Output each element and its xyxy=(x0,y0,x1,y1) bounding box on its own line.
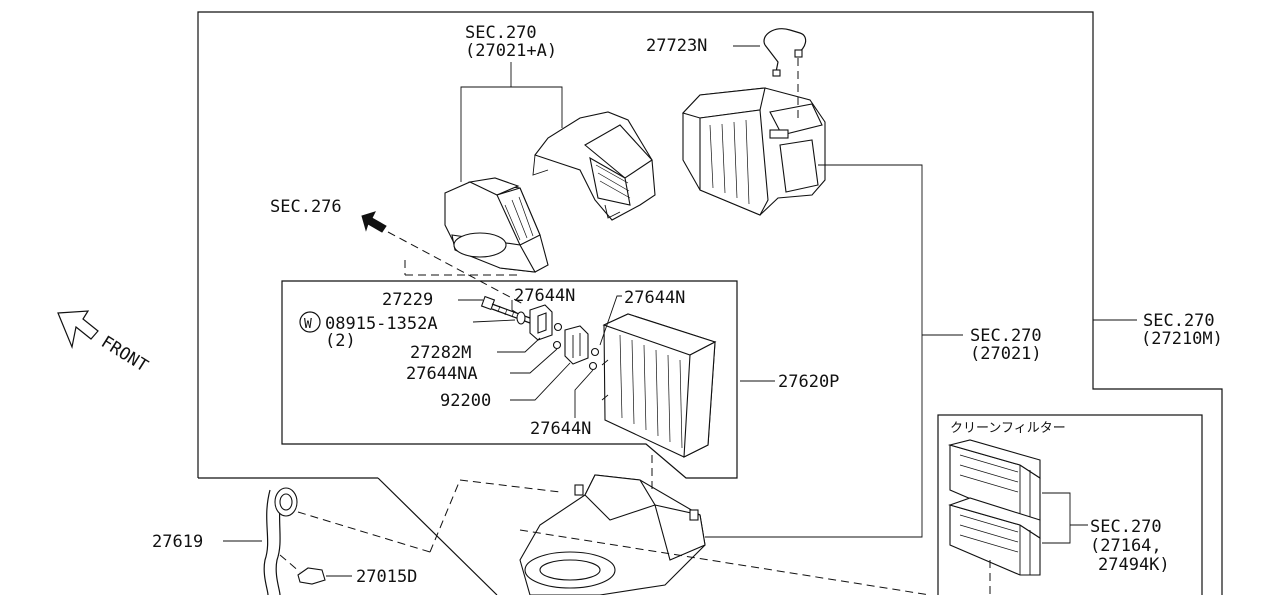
label-sec270-right: SEC.270 xyxy=(1143,311,1215,331)
label-27229: 27229 xyxy=(382,290,433,310)
drain-hose-27619 xyxy=(263,479,931,596)
label-92200: 92200 xyxy=(440,391,491,411)
main-frame xyxy=(197,11,1223,595)
label-sec270-top-sub: (27021+A) xyxy=(465,41,557,61)
filter-box xyxy=(937,414,1203,600)
direction-arrow-icon xyxy=(361,211,387,233)
label-sec270-filter-sub2: 27494K) xyxy=(1098,555,1170,575)
label-sec276: SEC.276 xyxy=(270,197,342,217)
evaporator-27620p xyxy=(601,313,717,458)
label-27644na: 27644NA xyxy=(406,364,478,384)
label-clean-filter: クリーンフィルター xyxy=(950,421,1066,436)
label-27723n: 27723N xyxy=(646,36,707,56)
label-sec270-filter-sub1: (27164, xyxy=(1090,536,1162,556)
washer-symbol-letter: W xyxy=(304,317,312,332)
evaporator-box xyxy=(281,280,738,479)
main-frame-diag xyxy=(377,477,498,596)
label-sec270-top: SEC.270 xyxy=(465,23,537,43)
wire-harness-27723n xyxy=(733,28,807,120)
label-27282m: 27282M xyxy=(410,343,471,363)
label-sec270-mid-sub: (27021) xyxy=(970,344,1042,364)
label-27620p: 27620P xyxy=(778,372,839,392)
lower-case xyxy=(519,455,706,596)
upper-case xyxy=(681,87,826,216)
sec276-pointer xyxy=(361,211,526,306)
label-27015d: 27015D xyxy=(356,567,417,587)
label-08915-1352a: 08915-1352A xyxy=(325,314,438,334)
expansion-valve-parts xyxy=(480,295,600,371)
front-label: FRONT xyxy=(97,332,151,376)
label-qty-2: (2) xyxy=(325,331,356,351)
label-sec270-mid: SEC.270 xyxy=(970,326,1042,346)
label-sec270-filter: SEC.270 xyxy=(1090,517,1162,537)
label-27644n-b: 27644N xyxy=(624,288,685,308)
front-arrow-icon xyxy=(57,310,99,350)
leader-lines xyxy=(223,164,1137,577)
label-27644n-a: 27644N xyxy=(514,286,575,306)
label-sec270-right-sub: (27210M) xyxy=(1141,329,1223,349)
label-27644n-c: 27644N xyxy=(530,419,591,439)
clean-filter-elements xyxy=(947,439,1088,595)
upper-duct-assembly xyxy=(444,62,656,273)
washer-symbol-icon xyxy=(299,311,321,333)
front-indicator: FRONT xyxy=(57,310,151,376)
label-27619: 27619 xyxy=(152,532,203,552)
